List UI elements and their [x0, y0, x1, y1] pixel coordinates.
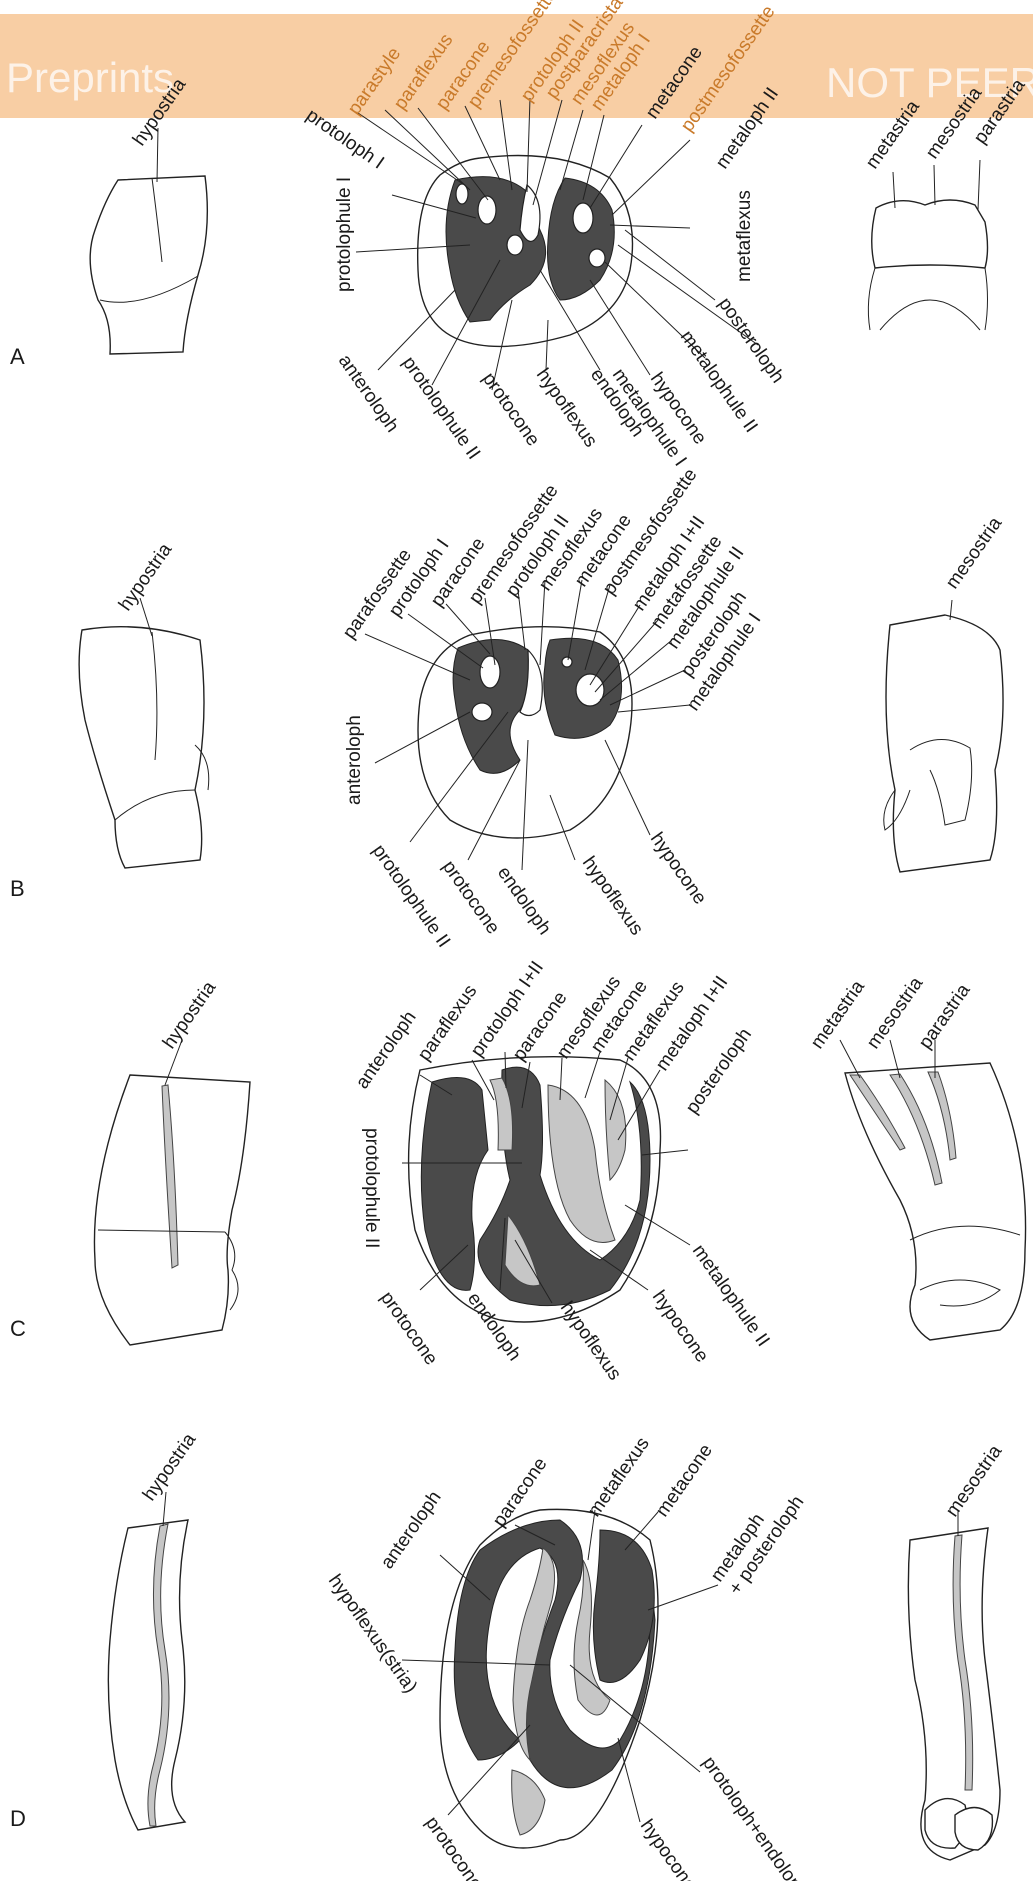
- b-label-hypocone: hypocone: [646, 829, 710, 909]
- panel-letter-a: A: [10, 344, 25, 369]
- b-label-protocone: protocone: [438, 857, 504, 938]
- c-hypostria-label: hypostria: [159, 977, 221, 1053]
- panel-letter-c: C: [10, 1316, 26, 1341]
- c-right-tooth: [840, 1040, 1026, 1340]
- c-label-protocone: protocone: [376, 1288, 442, 1369]
- a-metastria-label: metastria: [862, 96, 924, 172]
- d-hypostria-label: hypostria: [139, 1429, 201, 1505]
- d-label-anteroloph: anteroloph: [377, 1487, 446, 1573]
- d-label-metaflexus: metaflexus: [584, 1434, 654, 1521]
- b-hypostria-label: hypostria: [115, 539, 177, 615]
- a-label-protoloph-i: protoloph I: [302, 105, 388, 174]
- d-right-tooth: [908, 1510, 1000, 1860]
- d-label-protoloph-endoloph: protoloph+endoloph: [698, 1753, 812, 1881]
- panel-letter-d: D: [10, 1806, 26, 1831]
- a-label-metaflexus: metaflexus: [734, 190, 755, 282]
- c-label-anteroloph: anteroloph: [352, 1007, 421, 1093]
- c-label-hypocone: hypocone: [648, 1287, 712, 1367]
- b-label-hypoflexus: hypoflexus: [578, 853, 647, 939]
- d-label-hypocone: hypocone: [636, 1816, 700, 1881]
- watermark-left: Preprints: [6, 54, 174, 101]
- a-label-parastyle: parastyle: [344, 44, 405, 119]
- c-label-metalophule-ii: metalophule II: [688, 1241, 774, 1351]
- c-metastria-label: metastria: [807, 976, 869, 1052]
- d-mesostria-label: mesostria: [942, 1441, 1007, 1521]
- a-right-tooth: [868, 160, 987, 330]
- d-occlusal: [440, 1509, 658, 1848]
- b-right-tooth: [884, 600, 1003, 872]
- c-parastria-label: parastria: [915, 980, 975, 1053]
- d-label-hypoflexus-stria: hypoflexus(stria): [324, 1571, 421, 1697]
- b-label-endoloph: endoloph: [493, 863, 555, 939]
- panel-letter-b: B: [10, 876, 25, 901]
- a-left-tooth: [90, 128, 207, 354]
- c-occlusal: [409, 1057, 661, 1322]
- a-label-metaloph-ii: metaloph II: [712, 84, 783, 173]
- c-label-protolophule-ii: protolophule II: [361, 1128, 382, 1248]
- c-label-hypoflexus: hypoflexus: [556, 1298, 625, 1384]
- c-left-tooth: [94, 1040, 250, 1345]
- b-label-protolophule-ii: protolophule II: [368, 841, 454, 952]
- d-label-metacone: metacone: [652, 1440, 717, 1520]
- a-label-anteroloph: anteroloph: [334, 351, 403, 437]
- a-occlusal: [418, 156, 633, 347]
- b-left-tooth: [79, 598, 209, 868]
- d-left-tooth: [108, 1492, 188, 1830]
- b-mesostria-label: mesostria: [942, 513, 1007, 593]
- a-label-protocone: protocone: [478, 369, 544, 450]
- a-label-protolophule-i: protolophule I: [334, 177, 355, 292]
- b-label-anteroloph: anteroloph: [344, 715, 365, 805]
